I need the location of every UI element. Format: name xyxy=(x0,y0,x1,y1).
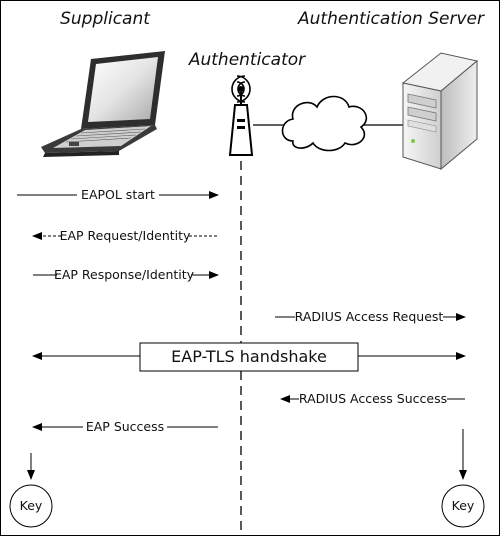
left-key: Key xyxy=(9,484,53,528)
message-eap-request-identity: EAP Request/Identity xyxy=(32,228,218,243)
label-radius-access-request: RADIUS Access Request xyxy=(295,309,444,324)
left-key-label: Key xyxy=(20,498,43,513)
laptop-icon xyxy=(41,51,165,157)
label-eap-success: EAP Success xyxy=(86,419,164,434)
right-key: Key xyxy=(441,484,485,528)
message-radius-access-request: RADIUS Access Request xyxy=(275,309,466,324)
label-eapol-start: EAPOL start xyxy=(81,187,155,202)
authenticator-title: Authenticator xyxy=(188,50,306,70)
wireless-access-point-icon xyxy=(228,75,254,156)
server-title: Authentication Server xyxy=(297,9,485,29)
right-key-label: Key xyxy=(452,498,475,513)
message-eapol-start: EAPOL start xyxy=(17,187,219,202)
message-eap-response-identity: EAP Response/Identity xyxy=(33,267,219,282)
label-radius-access-success: RADIUS Access Success xyxy=(299,391,447,406)
handshake-box xyxy=(139,342,359,372)
label-eap-tls-handshake: EAP-TLS handshake xyxy=(171,347,327,366)
label-eap-request-identity: EAP Request/Identity xyxy=(60,228,191,243)
message-eap-success: EAP Success xyxy=(32,419,218,434)
message-radius-access-success: RADIUS Access Success xyxy=(280,391,465,406)
message-eap-tls-handshake: EAP-TLS handshake xyxy=(32,342,466,372)
label-eap-response-identity: EAP Response/Identity xyxy=(54,267,195,282)
server-tower-icon xyxy=(401,52,479,171)
supplicant-title: Supplicant xyxy=(60,9,151,29)
cloud-icon xyxy=(281,95,367,152)
